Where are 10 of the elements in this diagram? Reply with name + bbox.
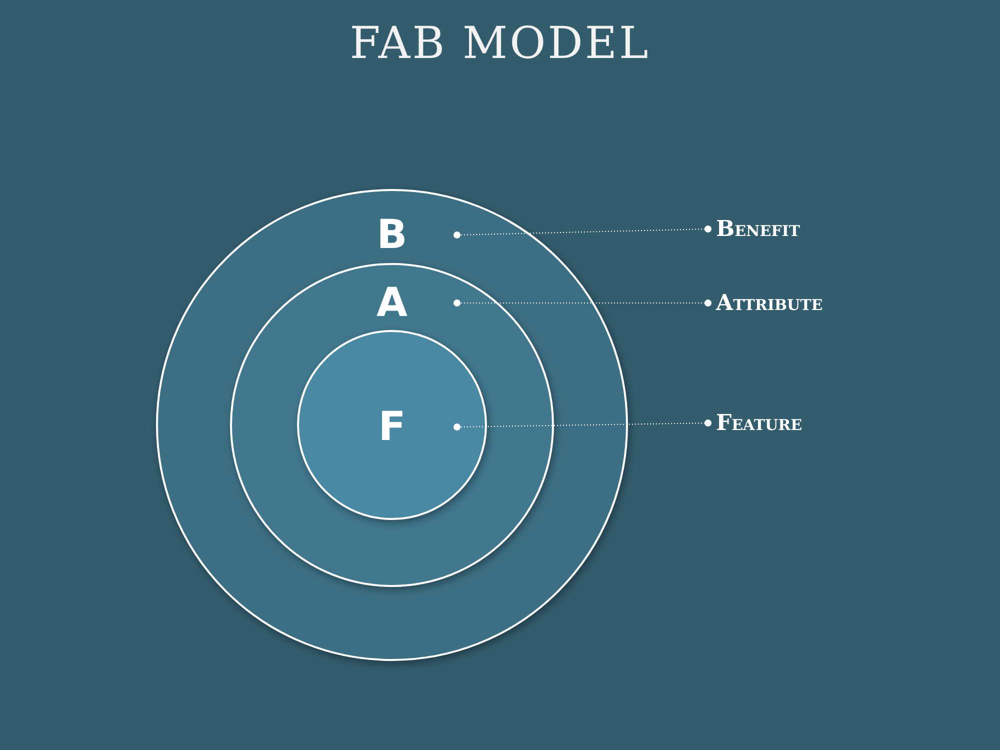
benefit-label: Benefit (716, 215, 800, 243)
leader-line (454, 420, 712, 430)
circle-letter: F (378, 405, 406, 449)
attribute-label: Attribute (716, 289, 823, 317)
title: FAB MODEL (350, 18, 650, 69)
circle-letter: B (376, 213, 408, 257)
leader-line (454, 300, 712, 306)
leader-line (454, 226, 712, 238)
feature-label: Feature (716, 409, 802, 437)
circle-letter: A (376, 281, 408, 325)
